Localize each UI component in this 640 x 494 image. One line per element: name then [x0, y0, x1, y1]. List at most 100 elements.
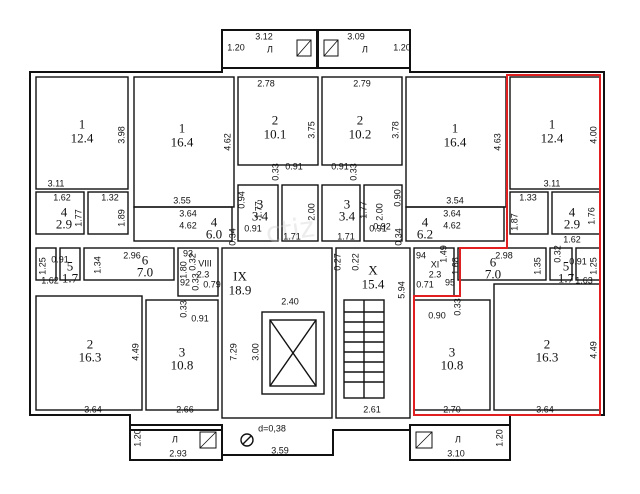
- room-number: X: [368, 262, 378, 278]
- dimension: 0.33: [452, 298, 463, 316]
- dimension: 1.87: [509, 213, 520, 231]
- small-room-label: 2.3: [428, 269, 442, 280]
- room-number: 1: [548, 116, 556, 132]
- drain-note: d=0,38: [258, 423, 286, 434]
- dimension: 0.34: [227, 228, 238, 246]
- small-room-label: 94: [415, 250, 427, 261]
- room-area: 10.1: [263, 126, 287, 142]
- room-area: 15.4: [361, 276, 385, 292]
- dimension: 0.33: [178, 300, 189, 318]
- dimension: 3.11: [543, 178, 561, 189]
- small-room-label: XI: [430, 259, 440, 270]
- dimension: 4.63: [492, 133, 503, 151]
- dimension: 1.77: [253, 201, 264, 219]
- room-number: 5: [562, 258, 570, 274]
- room-number: 2: [543, 336, 551, 352]
- balcony-dim: 3.12: [255, 31, 273, 42]
- dimension: 1.33: [519, 192, 537, 203]
- dimension: 1.62: [563, 234, 581, 245]
- dimension: 4.62: [179, 220, 197, 231]
- balcony-label: Л: [362, 44, 368, 55]
- room-area: 2.9: [55, 216, 73, 232]
- room-area: 16.3: [535, 349, 559, 365]
- dimension: 3.11: [47, 178, 65, 189]
- room-area: 10.2: [348, 126, 372, 142]
- dimension: 2.66: [176, 404, 194, 415]
- room-area: 6.2: [416, 226, 434, 242]
- dimension: 0.71: [416, 279, 434, 290]
- balcony-bottom-right: [409, 424, 511, 461]
- small-room-label: VIII: [198, 258, 212, 269]
- dimension: 0.91: [51, 254, 69, 265]
- dimension: 0.34: [393, 228, 404, 246]
- dimension: 1.71: [283, 231, 301, 242]
- dimension: 0.33: [190, 273, 201, 291]
- dimension: 1.34: [92, 256, 103, 274]
- dimension: 3.98: [116, 126, 127, 144]
- dimension: 2.79: [353, 78, 371, 89]
- dimension: 5.94: [396, 281, 407, 299]
- dimension: 1.20: [227, 42, 245, 53]
- dimension: 0.91: [285, 161, 303, 172]
- dimension: 1.68: [450, 257, 461, 275]
- dimension: 2.40: [281, 296, 299, 307]
- room-number: 6: [489, 254, 497, 270]
- dimension: 1.32: [101, 192, 119, 203]
- dimension: 2.00: [306, 203, 317, 221]
- small-room-label: 93: [182, 248, 194, 259]
- room-area: 12.4: [70, 130, 94, 146]
- room-number: 3: [178, 344, 186, 360]
- highlighted-apartment-outline: [413, 74, 601, 416]
- dimension: 1.89: [116, 209, 127, 227]
- room-number: IX: [233, 268, 247, 284]
- dimension: 0.32: [552, 245, 563, 263]
- dimension: 1.77: [73, 209, 84, 227]
- room-area: 7.0: [484, 266, 502, 282]
- dimension: 1.35: [532, 257, 543, 275]
- room-area: 16.4: [443, 134, 467, 150]
- room-area: 10.8: [440, 357, 464, 373]
- dimension: 1.20: [132, 429, 143, 447]
- room-number: 6: [141, 252, 149, 268]
- dimension: 0.90: [392, 189, 403, 207]
- dimension: 2.70: [443, 404, 461, 415]
- dimension: 3.64: [443, 208, 461, 219]
- dimension: 0.91: [331, 161, 349, 172]
- dimension: 3.59: [271, 445, 289, 456]
- dimension: 3.78: [390, 121, 401, 139]
- dimension: 0.32: [187, 253, 198, 271]
- dimension: 0.33: [348, 163, 359, 181]
- dimension: 2.00: [374, 203, 385, 221]
- dimension: 1.62: [53, 192, 71, 203]
- balcony-label: Л: [455, 434, 461, 445]
- balcony-label: Л: [267, 44, 273, 55]
- balcony-dim: 3.10: [447, 448, 465, 459]
- balcony-top-right: [317, 29, 411, 69]
- room-area: 18.9: [228, 282, 252, 298]
- balcony-label: Л: [172, 434, 178, 445]
- room-number: 3: [343, 196, 351, 212]
- room-area: 16.4: [170, 134, 194, 150]
- dimension: 4.00: [588, 126, 599, 144]
- dimension: 1.76: [586, 207, 597, 225]
- dimension: 4.49: [130, 343, 141, 361]
- room-number: 5: [66, 258, 74, 274]
- dimension: 4.49: [588, 341, 599, 359]
- room-area: 1.7: [557, 270, 575, 286]
- dimension: 1.20: [393, 42, 411, 53]
- room-number: 1: [178, 120, 186, 136]
- dimension: 4.62: [443, 220, 461, 231]
- dimension: 0.91: [369, 223, 387, 234]
- dimension: 3.64: [84, 404, 102, 415]
- dimension: 1.62: [41, 275, 59, 286]
- dimension: 0.90: [428, 310, 446, 321]
- balcony-dim: 3.09: [347, 31, 365, 42]
- dimension: 1.71: [337, 231, 355, 242]
- room-area: 16.3: [78, 349, 102, 365]
- dimension: 1.49: [438, 245, 449, 263]
- room-area: 1.7: [61, 270, 79, 286]
- room-area: 3.4: [338, 208, 356, 224]
- dimension: 0.91: [191, 313, 209, 324]
- dimension: 3.64: [536, 404, 554, 415]
- dimension: 1.77: [358, 201, 369, 219]
